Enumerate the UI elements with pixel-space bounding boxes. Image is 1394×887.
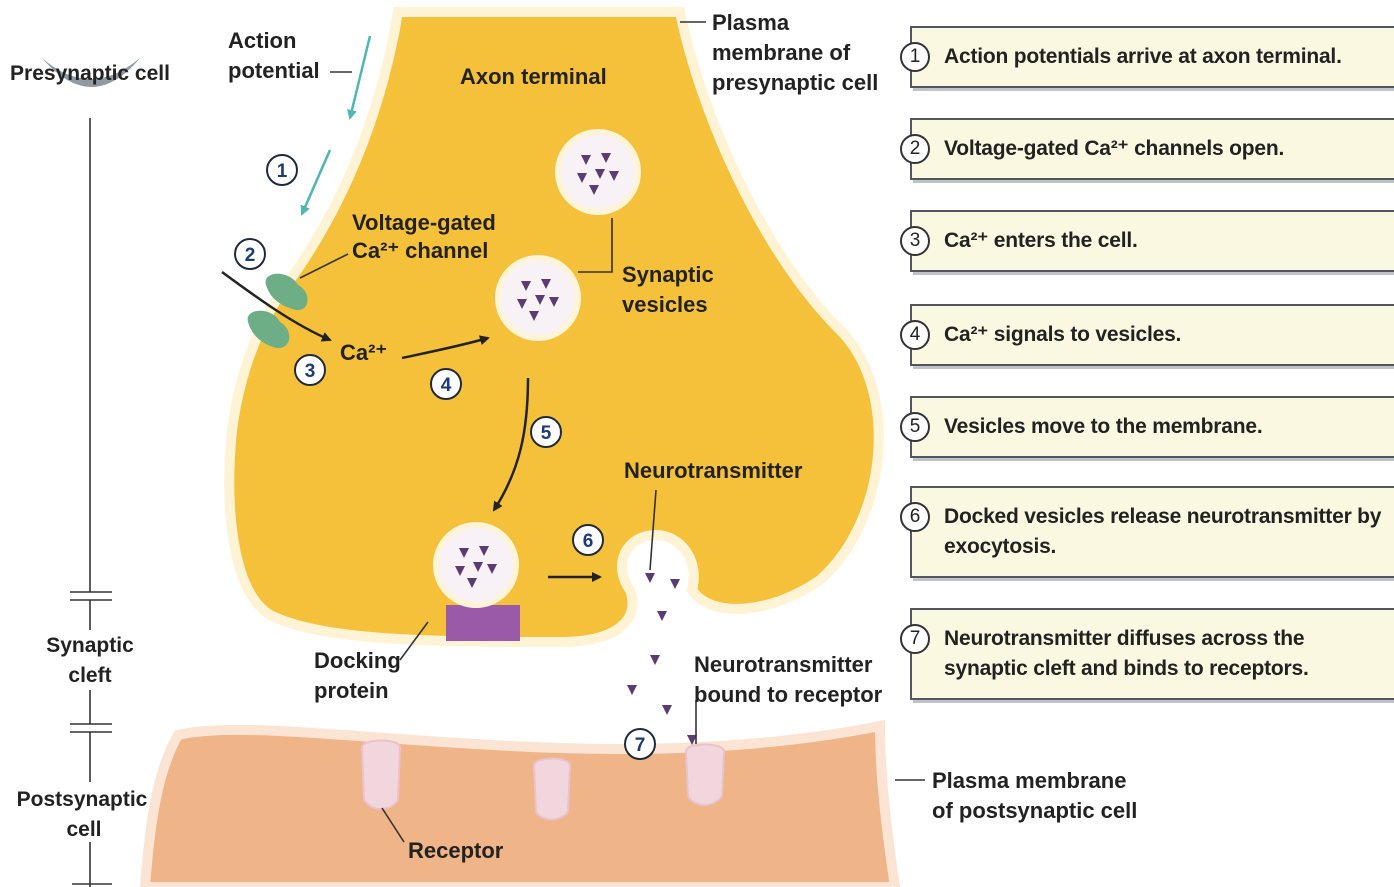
synaptic-vesicle-icon [558,132,638,212]
step-text: Docked vesicles release neurotransmitter… [944,502,1394,562]
docking-protein-label-1: Docking [314,648,401,673]
presynaptic-cell-label: Presynaptic cell [10,62,170,85]
synaptic-vesicles-label-2: vesicles [622,292,708,317]
docking-protein-label-2: protein [314,678,389,703]
step-number: 3 [900,226,930,256]
voltage-gated-channel-label-2: Ca²⁺ channel [352,238,488,263]
action-potential-label-1: Action [228,28,296,53]
action-potential-label-2: potential [228,58,320,83]
nt-bound-label-2: bound to receptor [694,682,883,707]
neurotransmitter-label: Neurotransmitter [624,458,803,483]
svg-text:5: 5 [541,423,552,444]
step-number-badge: 3 [295,355,325,385]
step-text: Ca²⁺ enters the cell. [944,226,1138,256]
synaptic-vesicle-icon [498,258,578,338]
plasma-membrane-pre-label-1: Plasma [712,10,790,35]
action-potential-arrow [350,36,370,118]
step-number: 1 [900,42,930,72]
svg-text:4: 4 [441,375,452,396]
step-number: 6 [900,502,930,532]
step-number-badge: 7 [625,729,655,759]
svg-text:2: 2 [245,245,256,266]
action-potential-arrow [302,150,330,214]
step-number: 7 [900,624,930,654]
step-box-2: 2 Voltage-gated Ca²⁺ channels open. [910,118,1394,180]
synaptic-vesicles-label-1: Synaptic [622,262,714,287]
step-text: Action potentials arrive at axon termina… [944,42,1342,72]
docked-vesicle-icon [436,525,516,605]
synaptic-cleft-label-2: cleft [68,664,111,687]
postsynaptic-cell-label-2: cell [66,818,101,841]
step-number-badge: 2 [235,239,265,269]
step-box-3: 3 Ca²⁺ enters the cell. [910,210,1394,272]
step-box-5: 5 Vesicles move to the membrane. [910,396,1394,458]
voltage-gated-channel-label-1: Voltage-gated [352,210,496,235]
neurotransmitter-molecules [627,573,697,745]
step-box-1: 1 Action potentials arrive at axon termi… [910,26,1394,88]
postsynaptic-cell-label-1: Postsynaptic [17,788,148,811]
axon-terminal-label: Axon terminal [460,64,607,89]
postsynaptic-cell [145,726,895,887]
plasma-membrane-post-label-1: Plasma membrane [932,768,1126,793]
step-number: 2 [900,134,930,164]
side-scale [42,58,140,887]
svg-text:7: 7 [635,735,646,756]
step-number: 5 [900,412,930,442]
step-number: 4 [900,320,930,350]
nt-bound-label-1: Neurotransmitter [694,652,873,677]
svg-text:6: 6 [583,531,594,552]
receptor-label: Receptor [408,838,504,863]
step-text: Vesicles move to the membrane. [944,412,1262,442]
synaptic-cleft-label-1: Synaptic [46,634,134,657]
svg-text:3: 3 [305,361,316,382]
step-number-badge: 4 [431,369,461,399]
plasma-membrane-post-label-2: of postsynaptic cell [932,798,1137,823]
step-text: Ca²⁺ signals to vesicles. [944,320,1181,350]
step-number-badge: 5 [531,417,561,447]
step-box-7: 7 Neurotransmitter diffuses across the s… [910,608,1394,700]
docking-protein-icon [446,605,520,641]
step-text: Neurotransmitter diffuses across the syn… [944,624,1364,684]
step-number-badge: 1 [267,155,297,185]
step-number-badge: 6 [573,525,603,555]
step-box-4: 4 Ca²⁺ signals to vesicles. [910,304,1394,366]
svg-text:1: 1 [277,161,288,182]
plasma-membrane-pre-label-3: presynaptic cell [712,70,878,95]
plasma-membrane-pre-label-2: membrane of [712,40,851,65]
ca-ion-label: Ca²⁺ [340,340,387,365]
step-text: Voltage-gated Ca²⁺ channels open. [944,134,1284,164]
step-box-6: 6 Docked vesicles release neurotransmitt… [910,486,1394,578]
